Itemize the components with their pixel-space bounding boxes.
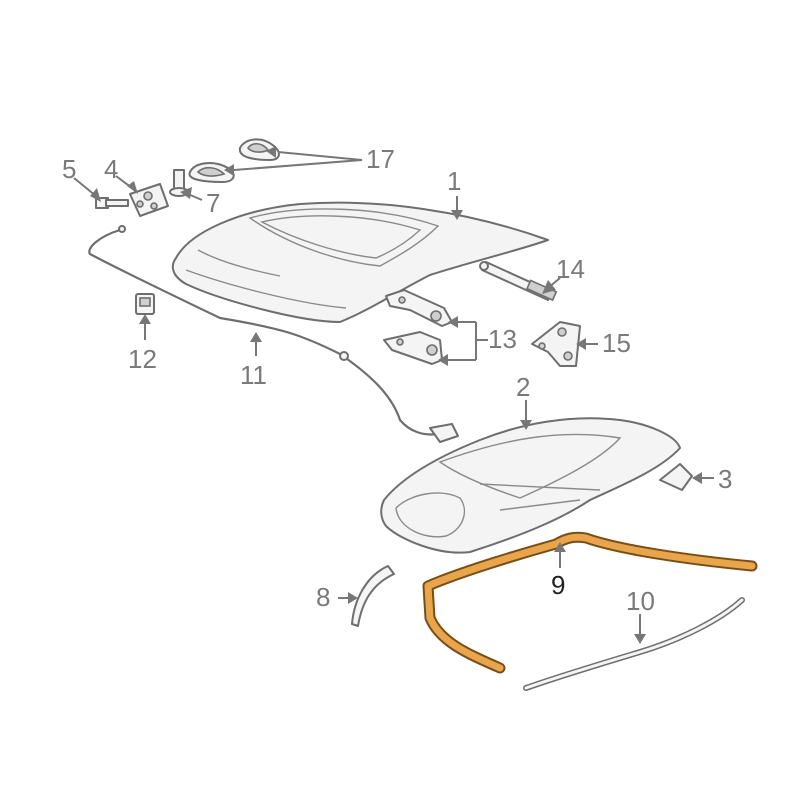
callout-17: 17 (366, 144, 395, 174)
part-9-weatherstrip (422, 531, 758, 674)
part-1-hood-panel (171, 201, 549, 323)
callout-9: 9 (551, 570, 565, 600)
part-2-insulator-pad (380, 417, 681, 554)
part-13-hinges (383, 289, 453, 365)
leader-lines (73, 146, 714, 644)
callout-15: 15 (602, 328, 631, 358)
callout-4: 4 (104, 154, 118, 184)
callout-10: 10 (626, 586, 655, 616)
part-11-release-cable (88, 225, 459, 443)
callout-11: 11 (240, 360, 267, 390)
part-14-lift-strut (479, 261, 558, 302)
callout-7: 7 (206, 188, 220, 218)
part-12-clip (135, 293, 155, 315)
part-3-retainer (659, 463, 693, 491)
part-4-latch (129, 183, 169, 217)
callout-14: 14 (556, 254, 585, 284)
part-15-strut-bracket (531, 321, 581, 367)
part-10-rear-seal (523, 597, 745, 691)
callout-1: 1 (447, 166, 461, 196)
part-17-scoop-inserts (188, 138, 280, 183)
callout-5: 5 (62, 154, 76, 184)
callout-2: 2 (516, 372, 530, 402)
part-8-front-seal (351, 565, 395, 627)
callout-13: 13 (488, 324, 517, 354)
callout-8: 8 (316, 582, 330, 612)
callout-labels: 1 17 5 4 7 12 11 14 13 15 2 3 8 9 10 (62, 144, 732, 616)
callout-3: 3 (718, 464, 732, 494)
callout-12: 12 (128, 344, 157, 374)
part-5-bolt (95, 197, 129, 209)
